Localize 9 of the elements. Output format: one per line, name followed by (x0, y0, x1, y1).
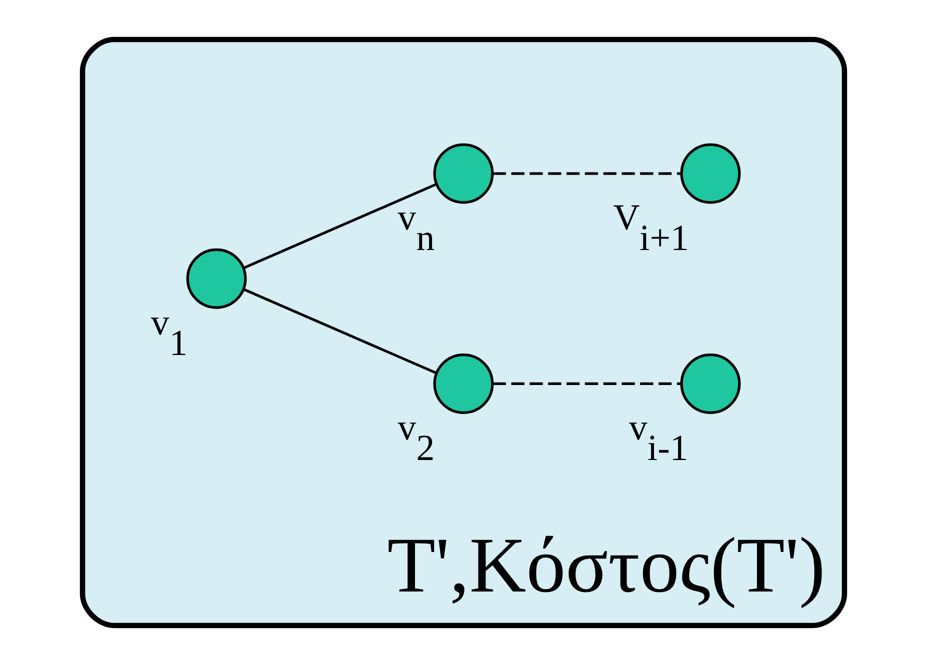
connector (243, 288, 436, 374)
node-circle (680, 354, 740, 414)
node-circle (432, 143, 494, 204)
connector (243, 182, 436, 269)
node-circle (432, 354, 494, 414)
connector (492, 172, 680, 175)
connector (492, 382, 680, 386)
node-circle (680, 143, 740, 204)
node-circle (186, 248, 246, 309)
